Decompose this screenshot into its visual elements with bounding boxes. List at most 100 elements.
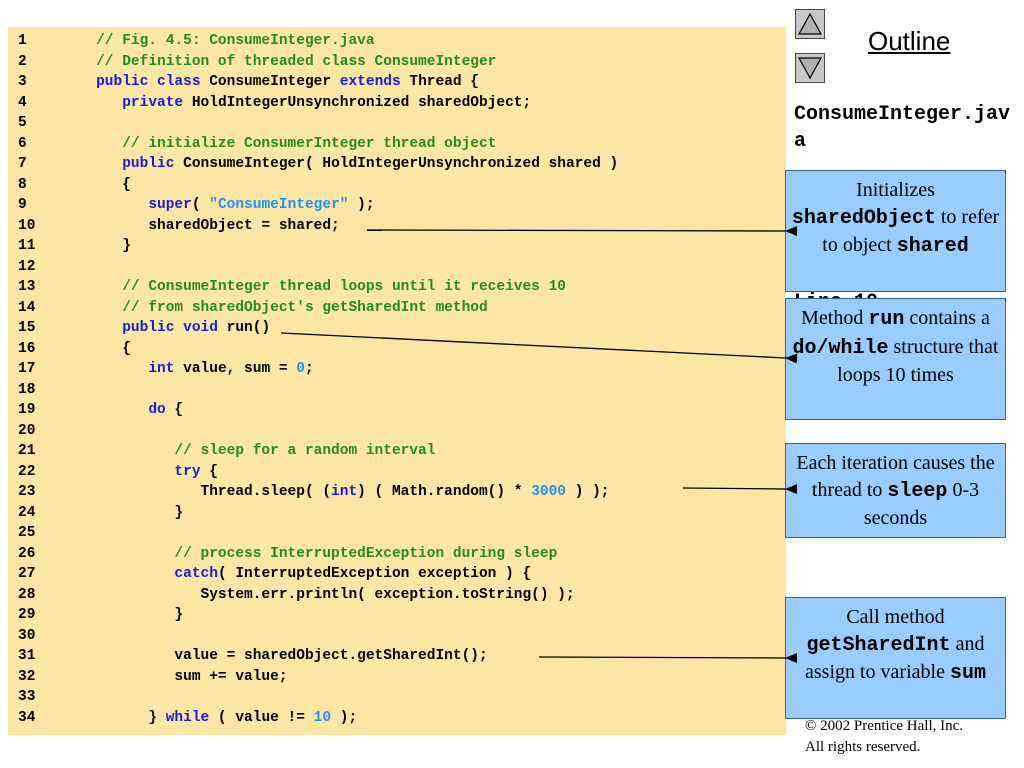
code-line: 25 — [8, 523, 786, 544]
callout-run-method: Method run contains a do/while structure… — [785, 298, 1006, 420]
callout-text: to refer to object — [822, 205, 1000, 257]
code-token: // Fig. 4.5: ConsumeInteger.java — [70, 33, 375, 49]
code-text: } while ( value != 10 ); — [70, 708, 357, 729]
code-line: 20 — [8, 421, 786, 442]
code-text: sharedObject = shared; — [70, 216, 340, 237]
code-text: // Fig. 4.5: ConsumeInteger.java — [70, 31, 375, 52]
code-text: Thread.sleep( (int) ( Math.random() * 30… — [70, 482, 610, 503]
code-text: sum += value; — [70, 667, 288, 688]
code-token: public class — [96, 74, 201, 90]
code-token: value = sharedObject.getSharedInt(); — [70, 648, 488, 664]
code-text: value = sharedObject.getSharedInt(); — [70, 646, 488, 667]
line-number: 2 — [18, 53, 27, 70]
code-text: super( "ConsumeInteger" ); — [70, 195, 375, 216]
code-token: ) ( Math.random() * — [357, 484, 532, 500]
code-text: // process InterruptedException during s… — [70, 544, 557, 565]
code-token: // ConsumeInteger thread loops until it … — [70, 279, 566, 295]
callout-code-term: shared — [896, 235, 969, 258]
code-token — [70, 197, 148, 213]
code-token: ); — [348, 197, 375, 213]
line-number: 33 — [18, 689, 36, 705]
code-token: // process InterruptedException during s… — [70, 545, 558, 562]
code-line: 27 catch( InterruptedException exception… — [8, 564, 786, 585]
outline-link[interactable]: Outline — [868, 26, 951, 56]
code-line: 26 // process InterruptedException durin… — [8, 544, 786, 565]
code-line: 23 Thread.sleep( (int) ( Math.random() *… — [8, 482, 786, 503]
callout-text: structure that loops 10 times — [837, 335, 999, 387]
code-token: ( InterruptedException exception ) { — [217, 566, 532, 582]
line-number: 29 — [18, 607, 36, 623]
line-number: 20 — [18, 422, 36, 439]
line-number: 18 — [18, 381, 36, 398]
code-line: 22 try { — [8, 462, 786, 483]
code-token: // sleep for a random interval — [70, 443, 436, 459]
code-token: int — [331, 484, 358, 500]
code-line: 10 sharedObject = shared; — [8, 216, 786, 237]
line-number: 27 — [18, 566, 36, 582]
line-number: 14 — [18, 299, 36, 316]
code-token: value, sum = — [174, 361, 297, 377]
line-number: 5 — [18, 115, 27, 131]
code-token: sum += value; — [70, 668, 288, 685]
line-number: 9 — [18, 197, 27, 213]
line-number: 7 — [18, 156, 27, 172]
callout-sleep: Each iteration causes the thread to slee… — [785, 443, 1006, 538]
triangle-up-icon — [796, 10, 824, 38]
code-line: 4 private HoldIntegerUnsynchronized shar… — [8, 93, 786, 114]
code-line: 5 — [8, 113, 786, 134]
code-line: 15 public void run() — [8, 318, 786, 339]
code-token: ConsumeInteger( HoldIntegerUnsynchronize… — [174, 156, 619, 172]
code-token: extends — [339, 74, 401, 90]
code-line: 32 sum += value; — [8, 667, 786, 688]
code-token: HoldIntegerUnsynchronized sharedObject; — [183, 94, 532, 111]
code-token: ) ); — [566, 484, 610, 500]
code-token: Thread.sleep( ( — [70, 484, 332, 500]
code-token: // from sharedObject's getSharedInt meth… — [70, 299, 488, 316]
code-token: int — [148, 361, 175, 377]
line-number: 31 — [18, 648, 36, 664]
callout-text: Initializes — [856, 179, 935, 201]
code-text: private HoldIntegerUnsynchronized shared… — [70, 93, 531, 114]
code-line: 6 // initialize ConsumerInteger thread o… — [8, 134, 786, 155]
code-token: public void — [122, 320, 218, 336]
line-number: 4 — [18, 94, 27, 111]
line-number: 11 — [18, 238, 36, 254]
callout-getsharedint: Call method getSharedInt and assign to v… — [785, 597, 1006, 719]
callout-text: Call method — [846, 606, 945, 628]
code-line: 24 } — [8, 503, 786, 524]
previous-slide-button[interactable] — [795, 9, 825, 39]
next-slide-button[interactable] — [795, 53, 825, 83]
file-title: ConsumeInteger.java — [794, 103, 1011, 153]
code-token: sharedObject = shared; — [70, 217, 340, 234]
code-text: } — [70, 236, 131, 257]
code-token: try — [174, 463, 201, 480]
code-token: public — [122, 156, 175, 172]
callout-code-term: sharedObject — [791, 206, 936, 230]
line-number: 19 — [18, 402, 36, 418]
code-text: try { — [70, 462, 218, 483]
callout-initializes: Initializes sharedObject to refer to obj… — [785, 170, 1006, 292]
code-token — [70, 156, 122, 172]
code-text: catch( InterruptedException exception ) … — [70, 564, 531, 585]
code-line: 29 } — [8, 605, 786, 626]
code-token — [70, 95, 122, 111]
callout-text: contains a — [904, 307, 990, 329]
code-text: public class ConsumeInteger extends Thre… — [70, 72, 479, 93]
callout-text: and assign to variable — [805, 632, 985, 684]
code-token: run() — [217, 320, 271, 336]
code-line: 8 { — [8, 175, 786, 196]
code-token: { — [165, 402, 184, 418]
code-token: super — [148, 197, 192, 213]
code-token: "ConsumeInteger" — [209, 197, 349, 213]
line-number: 1 — [18, 33, 27, 49]
triangle-down-icon — [796, 54, 824, 82]
callout-code-term: do/while — [792, 336, 889, 360]
line-number: 15 — [18, 320, 36, 336]
code-line: 3 public class ConsumeInteger extends Th… — [8, 72, 786, 93]
copyright-line-2: All rights reserved. — [805, 739, 921, 755]
code-token: private — [122, 94, 184, 111]
code-token: } — [70, 607, 184, 623]
code-token: 0 — [296, 361, 305, 377]
line-number: 26 — [18, 545, 36, 562]
